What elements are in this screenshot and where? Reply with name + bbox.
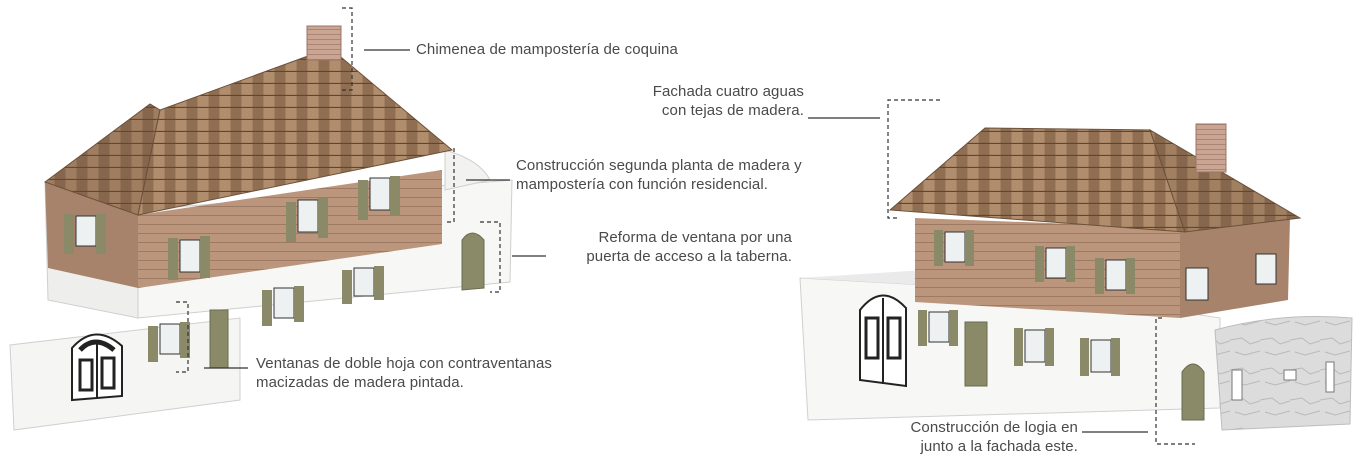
leader-second-floor: [444, 148, 455, 223]
label-double-windows-line2: macizadas de madera pintada.: [256, 374, 464, 391]
roof-shade-left: [45, 104, 160, 215]
label-second-floor-line1: Construcción segunda planta de madera y: [516, 157, 802, 174]
window-right-upper-3: [1095, 258, 1135, 294]
window-right-ground-1: [918, 310, 958, 346]
chimney-left: [306, 25, 342, 61]
label-window-reform-line2: puerta de acceso a la taberna.: [586, 248, 792, 265]
leader-lines: [176, 7, 1195, 445]
roof-right-front: [888, 127, 1186, 233]
label-second-floor: Construcción segunda planta de madera y …: [516, 156, 802, 194]
door-ground-left: [209, 309, 229, 369]
window-right-ground-3: [1080, 338, 1120, 376]
window-right-upper-5: [1255, 253, 1277, 285]
roof-right-hip: [1149, 128, 1302, 233]
arched-door-right: [859, 294, 907, 388]
label-hip-roof-line2: con tejas de madera.: [661, 102, 804, 119]
leader-tavern: [480, 221, 501, 293]
label-window-reform-line1: Reforma de ventana por una: [598, 229, 792, 246]
window-ground-3: [342, 266, 384, 304]
window-upper-3: [286, 198, 328, 242]
label-chimney-line1: Chimenea de mampostería de coquina: [416, 41, 678, 58]
building-right: [799, 123, 1353, 431]
label-loggia: Construcción de logia en junto a la fach…: [860, 418, 1078, 456]
label-hip-roof: Fachada cuatro aguas con tejas de madera…: [590, 82, 804, 120]
arched-door-tavern: [461, 232, 485, 291]
label-loggia-line1: Construcción de logia en: [910, 419, 1078, 436]
label-window-reform: Reforma de ventana por una puerta de acc…: [540, 228, 792, 266]
leader-loggia: [1155, 317, 1195, 445]
window-ground-2: [262, 286, 304, 326]
label-hip-roof-line1: Fachada cuatro aguas: [652, 83, 804, 100]
window-upper-2: [168, 236, 210, 280]
leader-chimney: [342, 7, 353, 91]
window-right-upper-2: [1035, 246, 1075, 282]
window-upper-4: [358, 176, 400, 220]
window-ground-1: [148, 322, 190, 362]
label-double-windows: Ventanas de doble hoja con contraventana…: [256, 354, 552, 392]
front-garden-wall: [9, 317, 241, 431]
roof-right-shade: [1150, 130, 1300, 232]
window-right-upper-4: [1185, 267, 1209, 301]
leader-roof: [887, 99, 940, 219]
arched-door-left: [71, 333, 123, 402]
label-double-windows-line1: Ventanas de doble hoja con contraventana…: [256, 355, 552, 372]
leader-windows: [176, 301, 189, 373]
door-right-ground: [964, 321, 988, 387]
window-upper-1: [64, 214, 106, 254]
chimney-right: [1195, 123, 1227, 173]
label-second-floor-line2: mampostería con función residencial.: [516, 176, 769, 193]
window-right-upper-1: [934, 230, 974, 266]
arched-window-right: [1181, 363, 1205, 421]
label-chimney: Chimenea de mampostería de coquina: [416, 40, 678, 59]
label-loggia-line2: junto a la fachada este.: [920, 438, 1078, 455]
building-left: [9, 25, 513, 431]
window-right-ground-2: [1014, 328, 1054, 366]
